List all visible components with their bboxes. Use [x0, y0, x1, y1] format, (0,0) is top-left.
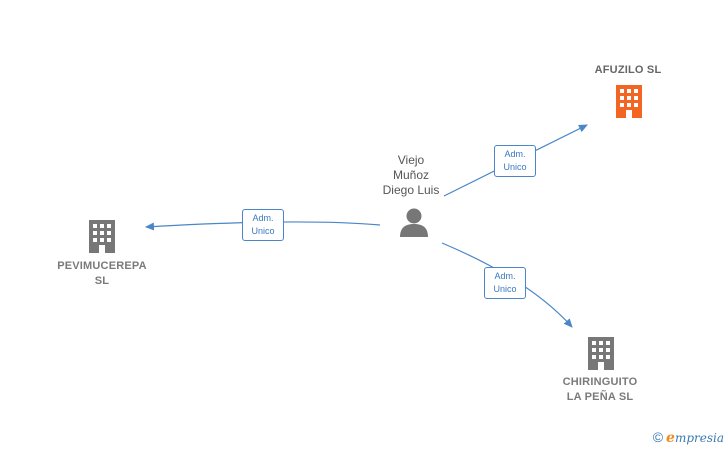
- person-icon[interactable]: [399, 207, 429, 238]
- company-node-pevimucerepa[interactable]: PEVIMUCEREPA SL: [40, 259, 164, 289]
- edge-label-afuzilo: Adm. Unico: [494, 145, 536, 177]
- edge-role-line: Adm.: [494, 271, 516, 281]
- edge-role-line: Unico: [493, 284, 517, 294]
- empresia-logo-text: mpresia: [674, 431, 724, 445]
- company-name-line: PEVIMUCEREPA: [57, 260, 147, 272]
- company-name-line: LA PEÑA SL: [566, 391, 634, 403]
- company-name-line: CHIRINGUITO: [562, 376, 638, 388]
- building-icon[interactable]: [86, 219, 118, 253]
- edge-role-line: Unico: [503, 162, 527, 172]
- empresia-watermark: ©empresia: [653, 429, 724, 446]
- edge-role-line: Adm.: [252, 213, 274, 223]
- building-icon[interactable]: [613, 84, 645, 118]
- company-node-afuzilo[interactable]: AFUZILO SL: [570, 63, 686, 78]
- person-name-line: Muñoz: [392, 168, 430, 182]
- copyright-symbol: ©: [652, 429, 664, 445]
- edge-role-line: Unico: [251, 226, 275, 236]
- company-name-line: SL: [94, 275, 110, 287]
- person-node-label[interactable]: Viejo Muñoz Diego Luis: [366, 153, 456, 198]
- edge-label-pevimucerepa: Adm. Unico: [242, 209, 284, 241]
- company-node-chiringuito[interactable]: CHIRINGUITO LA PEÑA SL: [540, 375, 660, 405]
- edge-label-chiringuito: Adm. Unico: [484, 267, 526, 299]
- person-name-line: Viejo: [397, 153, 425, 167]
- empresia-logo-initial: e: [666, 430, 675, 446]
- building-icon[interactable]: [585, 336, 617, 370]
- company-name-line: AFUZILO SL: [594, 64, 662, 76]
- person-name-line: Diego Luis: [382, 183, 440, 197]
- edge-role-line: Adm.: [504, 149, 526, 159]
